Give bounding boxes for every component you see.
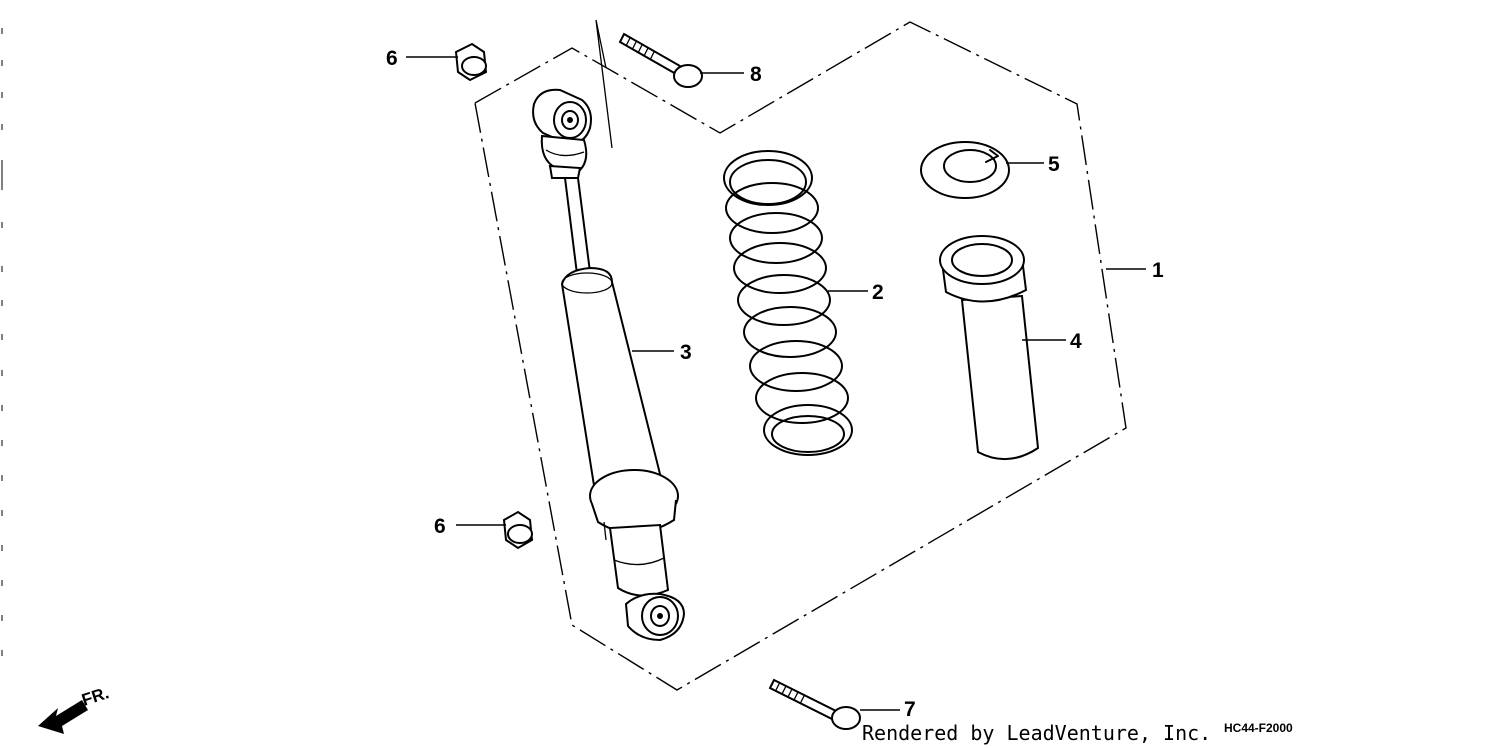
callout-1[interactable]: 1 — [1152, 259, 1164, 282]
shock-absorber[interactable] — [532, 88, 686, 642]
callout-6-bottom[interactable]: 6 — [434, 515, 446, 538]
coil-spring[interactable] — [723, 150, 853, 456]
leader-lines — [406, 56, 1146, 711]
callout-2[interactable]: 2 — [872, 281, 884, 304]
front-direction-label: FR. — [79, 683, 111, 710]
bolt-8-boundary-leader — [595, 19, 613, 149]
front-direction-arrow-icon — [38, 700, 88, 734]
flange-bolt-top[interactable] — [618, 32, 703, 88]
flange-nut-top[interactable] — [454, 42, 488, 82]
render-credit: Rendered by LeadVenture, Inc. — [862, 721, 1211, 745]
dust-cover[interactable] — [939, 235, 1040, 461]
callout-5[interactable]: 5 — [1048, 153, 1060, 176]
flange-bolt-bottom[interactable] — [768, 678, 861, 730]
callout-6-top[interactable]: 6 — [386, 47, 398, 70]
diagram-code: HC44-F2000 — [1224, 721, 1293, 735]
callout-8[interactable]: 8 — [750, 63, 762, 86]
spring-seat-stopper[interactable] — [920, 141, 1010, 199]
callout-4[interactable]: 4 — [1070, 330, 1082, 353]
callout-3[interactable]: 3 — [680, 341, 692, 364]
callout-7[interactable]: 7 — [904, 698, 916, 721]
flange-nut-bottom[interactable] — [502, 510, 534, 550]
assembly-boundary — [474, 21, 1127, 691]
